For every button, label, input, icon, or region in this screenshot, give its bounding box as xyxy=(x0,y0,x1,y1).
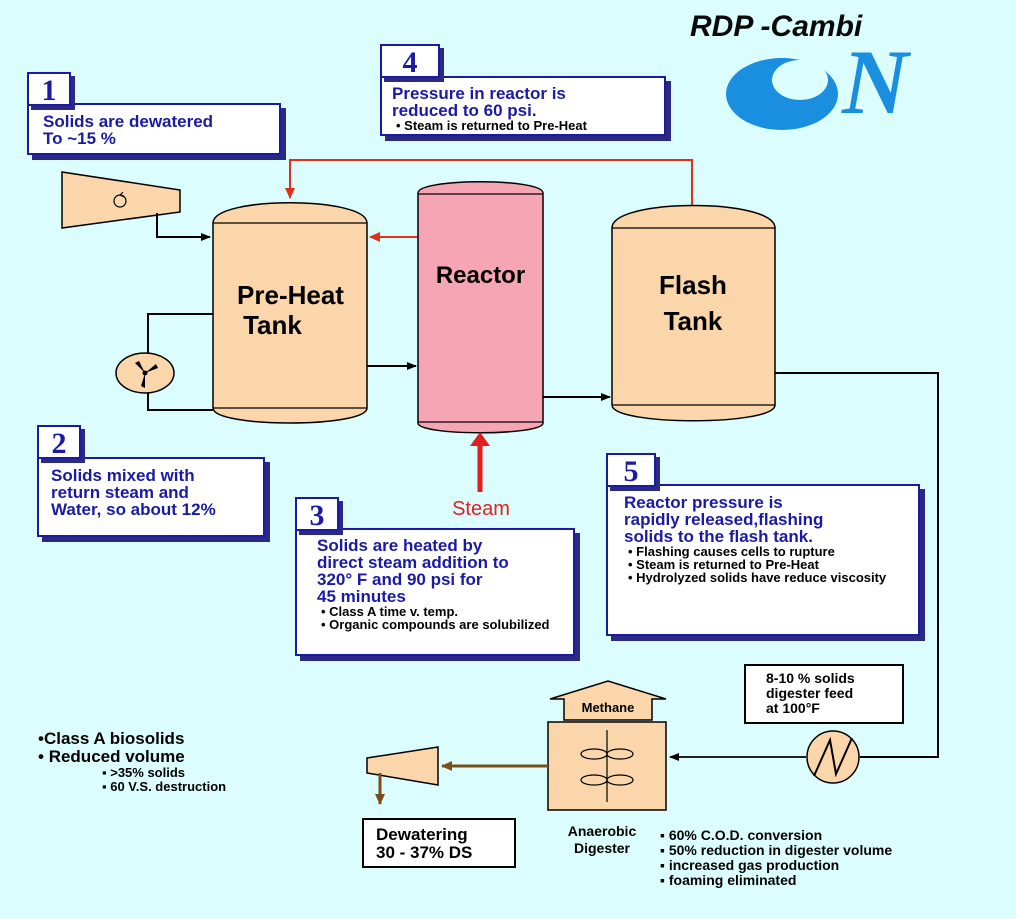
step3-bullets: • Class A time v. temp. • Organic compou… xyxy=(317,605,573,631)
reactor-label: Reactor xyxy=(435,262,526,289)
step5-line1: Reactor pressure is xyxy=(624,493,783,512)
step5-bullet3: • Hydrolyzed solids have reduce viscosit… xyxy=(628,570,887,585)
dewatering-box: Dewatering 30 - 37% DS xyxy=(362,818,516,868)
outcome-sub1: ▪ >35% solids xyxy=(102,765,186,780)
step3-bullet1: • Class A time v. temp. xyxy=(321,604,459,619)
step1-line2: To ~15 % xyxy=(43,129,116,148)
steam-label: Steam xyxy=(452,498,510,520)
digester-label-line2: Digester xyxy=(573,840,631,856)
anaerobic-digester xyxy=(547,721,667,811)
step4-line1: Pressure in reactor is xyxy=(392,84,566,103)
step1-line1: Solids are dewatered xyxy=(43,112,214,131)
step4-bullet1: • Steam is returned to Pre-Heat xyxy=(396,118,587,133)
preheat-label-line2: Tank xyxy=(243,310,302,340)
preheat-label-line1: Pre-Heat xyxy=(237,280,344,310)
feed-line xyxy=(156,213,211,241)
brand-logo-letter: N xyxy=(842,31,909,133)
outcome-main1: •Class A biosolids xyxy=(38,729,185,748)
step2-line2: return steam and xyxy=(51,483,189,502)
heat-exchanger-icon xyxy=(806,730,860,784)
step5-bullets: • Flashing causes cells to rupture • Ste… xyxy=(624,545,918,584)
steam-inlet-arrowhead xyxy=(470,432,490,446)
flash-label-line2: Tank xyxy=(663,306,723,336)
step5-line2: rapidly released,flashing xyxy=(624,510,824,529)
step3-line4: 45 minutes xyxy=(317,587,406,606)
feed-line1: 8-10 % solids xyxy=(766,670,855,686)
preheat-tank xyxy=(212,202,368,424)
outcome-main2: • Reduced volume xyxy=(38,747,185,766)
step3-line2: direct steam addition to xyxy=(317,553,509,572)
digester-label-line1: Anaerobic xyxy=(567,823,637,839)
digester-bullet2: ▪ 50% reduction in digester volume xyxy=(660,842,893,858)
reactor-vessel xyxy=(417,181,544,434)
step3-number: 3 xyxy=(295,497,339,532)
step4-bullets: • Steam is returned to Pre-Heat xyxy=(392,119,664,132)
dewatering-line2: 30 - 37% DS xyxy=(376,843,473,862)
step5-bullet2: • Steam is returned to Pre-Heat xyxy=(628,557,819,572)
digester-bullets: ▪ 60% C.O.D. conversion ▪ 50% reduction … xyxy=(660,828,892,888)
feed-line3: at 100°F xyxy=(766,700,820,716)
feed-line2: digester feed xyxy=(766,685,854,701)
methane-arrow-icon xyxy=(549,680,667,721)
dewatering-line1: Dewatering xyxy=(376,825,468,844)
dewater-cone-icon xyxy=(366,746,439,786)
brand-title: RDP -Cambi xyxy=(690,10,863,43)
methane-label: Methane xyxy=(581,700,635,715)
step2-line3: Water, so about 12% xyxy=(51,500,216,519)
outcome-sub2: ▪ 60 V.S. destruction xyxy=(102,779,227,794)
step3-bullet2: • Organic compounds are solubilized xyxy=(321,617,550,632)
step5-line3: solids to the flash tank. xyxy=(624,527,813,546)
digester-bullet4: ▪ foaming eliminated xyxy=(660,872,797,888)
step2-box: Solids mixed with return steam and Water… xyxy=(37,457,265,537)
step3-line3: 320° F and 90 psi for xyxy=(317,570,483,589)
step2-line1: Solids mixed with xyxy=(51,466,195,485)
step3-line1: Solids are heated by xyxy=(317,536,483,555)
flash-tank xyxy=(611,204,776,422)
cone-dewaterer-icon xyxy=(61,171,181,229)
outcomes-list: •Class A biosolids • Reduced volume ▪ >3… xyxy=(38,730,226,794)
digester-bullet3: ▪ increased gas production xyxy=(660,857,840,873)
step5-box: Reactor pressure is rapidly released,fla… xyxy=(606,484,920,636)
step4-box: Pressure in reactor is reduced to 60 psi… xyxy=(380,76,666,136)
step4-number: 4 xyxy=(380,44,440,79)
flash-to-exchanger-line xyxy=(775,372,939,758)
step1-number: 1 xyxy=(27,72,71,107)
feed-box: 8-10 % solids digester feed at 100°F xyxy=(744,664,904,724)
step2-number: 2 xyxy=(37,425,81,460)
cambi-logo xyxy=(726,58,838,130)
flash-label-line1: Flash xyxy=(659,270,727,300)
step1-box: Solids are dewatered To ~15 % xyxy=(27,103,281,155)
mixer-fan-icon xyxy=(115,352,175,394)
step4-line2: reduced to 60 psi. xyxy=(392,101,537,120)
step5-number: 5 xyxy=(606,453,656,488)
step5-bullet1: • Flashing causes cells to rupture xyxy=(628,544,835,559)
step3-box: Solids are heated by direct steam additi… xyxy=(295,528,575,656)
digester-bullet1: ▪ 60% C.O.D. conversion xyxy=(660,827,823,843)
mixer-loop-line xyxy=(147,313,213,411)
